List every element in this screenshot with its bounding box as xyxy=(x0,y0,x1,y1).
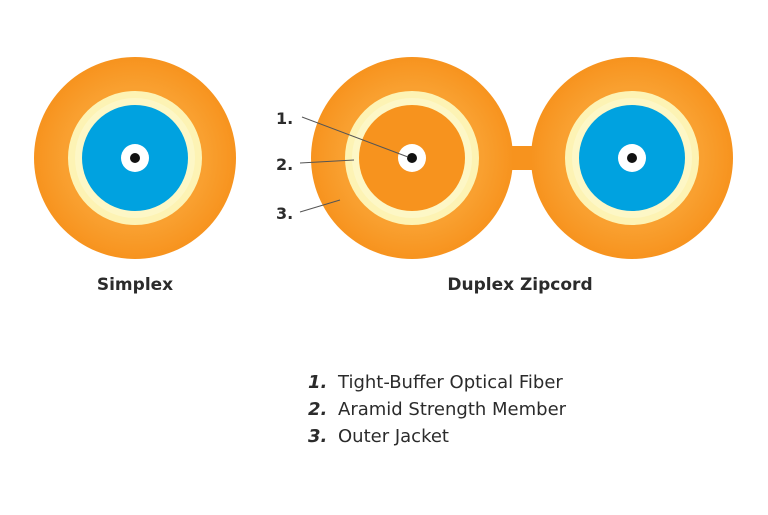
callout-line-1 xyxy=(301,116,409,158)
callout-number-1: 1. xyxy=(276,109,293,128)
simplex-cable xyxy=(34,57,236,259)
duplex-zipcord-label: Duplex Zipcord xyxy=(447,275,592,295)
duplex-zipcord-cable xyxy=(311,57,733,259)
callout-line-2 xyxy=(299,159,355,164)
duplex-right-fiber-core xyxy=(627,153,637,163)
callout-line-3 xyxy=(299,199,341,213)
legend-text: Aramid Strength Member xyxy=(338,399,567,420)
legend-number: 1. xyxy=(308,372,328,393)
callout-number-2: 2. xyxy=(276,155,293,174)
duplex-left-fiber-core xyxy=(407,153,417,163)
legend-number: 2. xyxy=(308,399,328,420)
legend-item: 2. Aramid Strength Member xyxy=(308,396,566,423)
legend-number: 3. xyxy=(308,426,328,447)
callout-number-3: 3. xyxy=(276,204,293,223)
legend-item: 3. Outer Jacket xyxy=(308,423,566,450)
legend: 1. Tight-Buffer Optical Fiber 2. Aramid St… xyxy=(308,369,566,450)
legend-item: 1. Tight-Buffer Optical Fiber xyxy=(308,369,566,396)
simplex-fiber-core xyxy=(130,153,140,163)
simplex-label: Simplex xyxy=(97,275,173,295)
legend-text: Outer Jacket xyxy=(338,426,449,447)
legend-text: Tight-Buffer Optical Fiber xyxy=(338,372,563,393)
